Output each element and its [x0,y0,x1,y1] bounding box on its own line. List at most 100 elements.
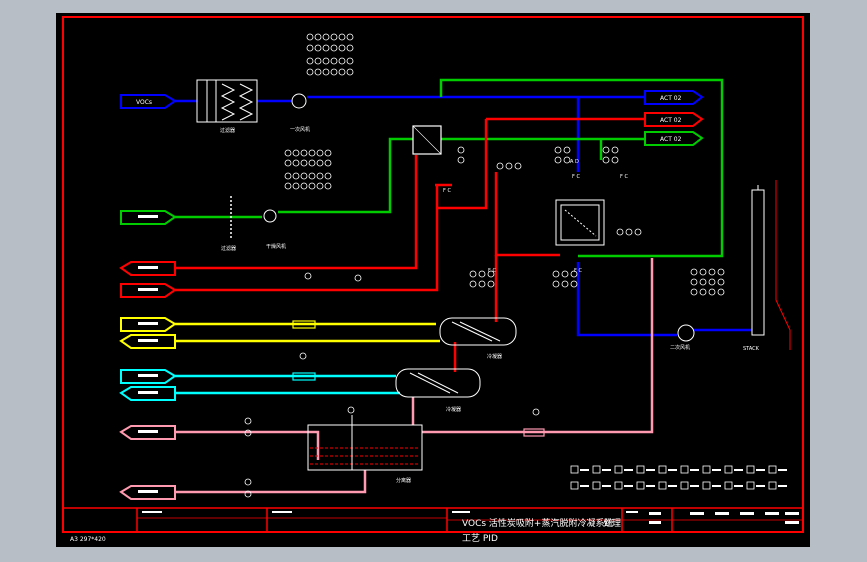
title-main: VOCs 活性炭吸附+蒸汽脱附冷凝系统 [462,517,613,529]
fc-label-1: F C [443,188,451,194]
instrument-bubble [570,280,578,288]
instrument-bubble [300,172,308,180]
sheet-size: A3 297*420 [70,536,106,543]
instrument-bubble [690,278,698,286]
condensate-outlet-arrow-1 [119,425,176,440]
instrument-bubble [324,149,332,157]
title-sub: 工艺 PID [462,533,498,544]
legend-symbol [570,465,579,474]
instrument-bubble [306,57,314,65]
dry-air-inlet-arrow [120,210,177,225]
instrument-bubble [330,44,338,52]
instrument-bubble [308,149,316,157]
steam-outlet-arrow [119,261,176,276]
condenser-2 [395,368,481,398]
inlet-filter-label: 过滤器 [220,127,235,134]
instrument-bubble [300,149,308,157]
instrument-bubble [314,57,322,65]
instrument-bubble [308,172,316,180]
instrument-bubble [554,156,562,164]
instrument-bubble [316,172,324,180]
instrument-bubble [699,268,707,276]
instrument-bubble [699,278,707,286]
cw2-outlet-text [138,391,158,394]
instrument-clusters [244,33,725,498]
cw2-inlet-text [138,374,158,377]
instrument-bubble [292,159,300,167]
fan3 [677,324,695,342]
legend-text-placeholder [646,469,655,471]
instrument-bubble [244,429,252,437]
instrument-bubble [505,162,513,170]
instrument-bubble [478,280,486,288]
instrument-bubble [563,146,571,154]
instrument-bubble [602,146,610,154]
instrument-bubble [690,288,698,296]
legend-text-placeholder [580,485,589,487]
instrument-bubble [300,159,308,167]
vocs-line [175,95,752,337]
legend-symbol [724,465,733,474]
instrument-bubble [306,68,314,76]
instrument-bubble [717,268,725,276]
legend-text-placeholder [624,485,633,487]
instrument-bubble [634,228,642,236]
instrument-bubble [611,156,619,164]
steam-inlet-arrow [120,283,177,298]
fan2 [263,209,277,223]
instrument-bubble [308,182,316,190]
instrument-bubble [354,274,362,282]
cw1-flowmeter [292,320,316,329]
instrument-bubble [496,162,504,170]
act-outlet-arrow-low [644,131,704,146]
instrument-bubble [324,159,332,167]
legend-text-placeholder [602,469,611,471]
legend-text-placeholder [646,485,655,487]
instrument-bubble [346,57,354,65]
instrument-bubble [292,172,300,180]
legend-text-placeholder [624,469,633,471]
dry-air-inlet-text [138,215,158,218]
cw2-flowmeter [292,372,316,381]
instrument-bubble [514,162,522,170]
vocs-inlet-arrow [120,94,177,109]
legend-text-placeholder [668,469,677,471]
instrument-bubble [346,44,354,52]
legend [570,465,787,490]
instrument-bubble [284,182,292,190]
separator-tank-label: 分离器 [396,477,411,484]
condenser-1-label: 冷凝器 [487,353,502,360]
steam-inlet-text [138,288,158,291]
cooling-water-1-line [175,322,440,343]
legend-text-placeholder [756,469,765,471]
instrument-bubble [324,182,332,190]
fan1 [291,93,307,109]
stack-vent-line [775,180,791,350]
legend-text-placeholder [734,485,743,487]
heat-exchanger-hatch [412,125,442,155]
legend-symbol [680,481,689,490]
legend-symbol [768,481,777,490]
instrument-bubble [324,172,332,180]
legend-symbol [702,465,711,474]
instrument-bubble [699,288,707,296]
legend-symbol [614,481,623,490]
instrument-bubble [570,270,578,278]
instrument-bubble [338,68,346,76]
cw2-outlet-arrow [119,386,176,401]
instrument-bubble [554,146,562,154]
act-outlet-arrow-top [644,90,704,105]
instrument-bubble [338,57,346,65]
instrument-bubble [244,417,252,425]
instrument-bubble [316,182,324,190]
act-outlet-label-low: ACT 02 [660,136,682,143]
legend-text-placeholder [778,469,787,471]
heat-exchanger [412,125,442,155]
instrument-bubble [314,33,322,41]
instrument-bubble [299,352,307,360]
legend-text-placeholder [712,469,721,471]
instrument-bubble [338,33,346,41]
instrument-bubble [284,149,292,157]
legend-symbol [768,465,777,474]
legend-text-placeholder [712,485,721,487]
